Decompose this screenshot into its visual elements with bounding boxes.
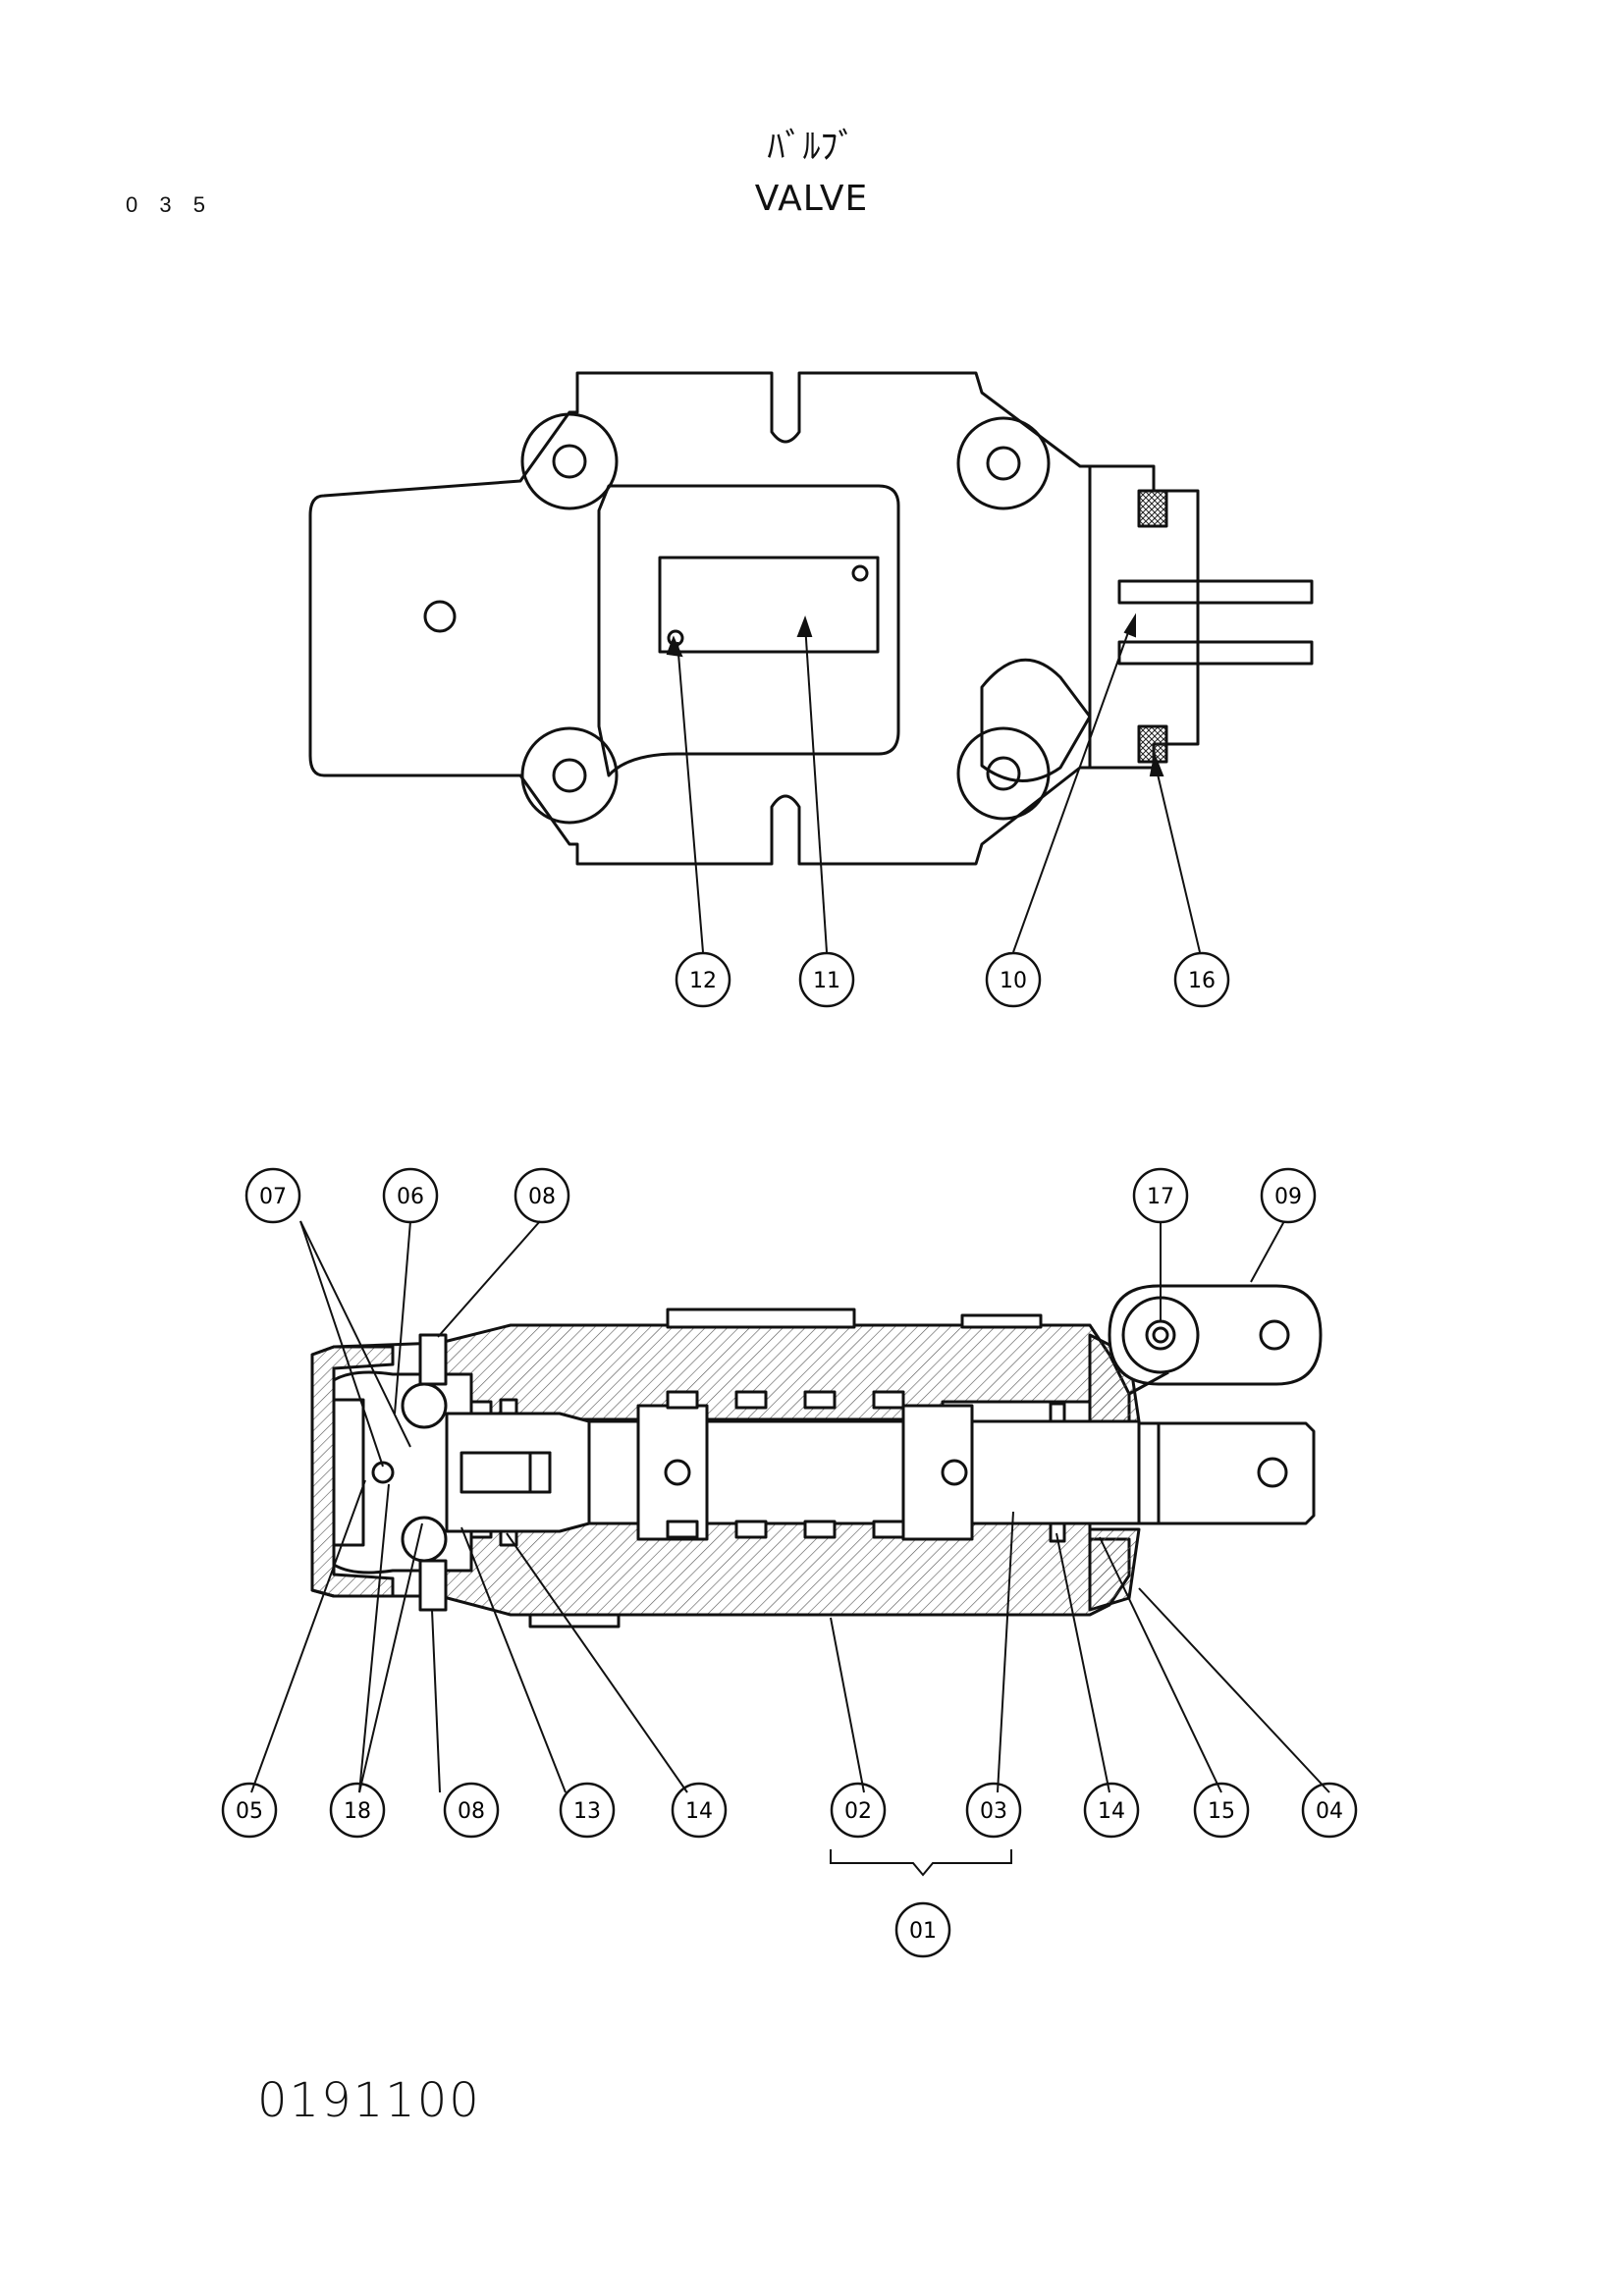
callout-08-bottom: 08 — [443, 1782, 500, 1839]
callout-09: 09 — [1260, 1167, 1317, 1224]
title-english: VALVE — [754, 179, 869, 219]
housing-upper — [438, 1323, 1131, 1423]
svg-text:07: 07 — [259, 1185, 287, 1209]
dust-seal-top — [1137, 489, 1168, 528]
spool-rod-end — [1137, 1421, 1316, 1525]
callout-14-left: 14 — [671, 1782, 728, 1839]
callout-02: 02 — [830, 1782, 887, 1839]
top-view-boss-top-left — [520, 412, 619, 510]
callout-05: 05 — [221, 1782, 278, 1839]
callout-13: 13 — [559, 1782, 616, 1839]
detent-plug — [332, 1398, 365, 1547]
section-view — [310, 1284, 1323, 1629]
svg-text:05: 05 — [236, 1799, 263, 1824]
svg-text:13: 13 — [573, 1799, 601, 1824]
callout-07: 07 — [244, 1167, 301, 1224]
callout-16: 16 — [1173, 951, 1230, 1008]
top-view-boss-bottom-left — [520, 726, 619, 825]
svg-text:14: 14 — [1098, 1799, 1125, 1824]
top-view-hole-bottom-right — [986, 756, 1021, 791]
svg-text:08: 08 — [528, 1185, 556, 1209]
detent-pin — [371, 1461, 395, 1484]
spool-end-lower — [1117, 640, 1314, 666]
top-view-callouts: 12 11 10 16 — [675, 951, 1230, 1008]
top-view-recess — [597, 484, 900, 777]
section-view-leaders — [250, 1220, 1330, 1877]
svg-text:02: 02 — [844, 1799, 872, 1824]
page-number: 0 3 5 — [126, 192, 213, 217]
pin-bottom — [418, 1559, 448, 1612]
svg-text:03: 03 — [980, 1799, 1007, 1824]
spool-end-upper — [1117, 579, 1314, 605]
top-view-boss-top-right — [956, 416, 1051, 510]
callout-01-assembly: 01 — [894, 1901, 951, 1958]
title-japanese: ﾊﾞﾙﾌﾞ — [767, 127, 856, 167]
callout-18: 18 — [329, 1782, 386, 1839]
top-view-hole-left — [423, 600, 457, 633]
top-view-body-outline — [308, 371, 1092, 866]
callout-03: 03 — [965, 1782, 1022, 1839]
section-view-callouts-top: 07 06 08 17 09 — [244, 1167, 1317, 1224]
callout-14-right: 14 — [1083, 1782, 1140, 1839]
svg-text:06: 06 — [397, 1185, 424, 1209]
top-view-lever-cutout — [980, 658, 1092, 782]
svg-text:04: 04 — [1316, 1799, 1343, 1824]
detent-ball-bottom — [401, 1516, 448, 1563]
svg-text:09: 09 — [1274, 1185, 1302, 1209]
name-plate-rivet-right — [851, 564, 869, 582]
callout-10: 10 — [985, 951, 1042, 1008]
top-view-leaders — [666, 613, 1201, 953]
svg-text:12: 12 — [689, 969, 717, 993]
callout-04: 04 — [1301, 1782, 1358, 1839]
section-view-callouts-bottom: 05 18 08 13 14 02 03 14 — [221, 1782, 1358, 1958]
svg-text:14: 14 — [685, 1799, 713, 1824]
top-view-hole-top-left — [552, 444, 587, 479]
svg-text:11: 11 — [813, 969, 840, 993]
pin-top — [418, 1333, 448, 1386]
svg-text:16: 16 — [1188, 969, 1216, 993]
drawing-number: 0191100 — [257, 2073, 481, 2128]
housing-lower — [438, 1522, 1131, 1617]
detent-ball-top — [401, 1382, 448, 1429]
top-view-hole-top-right — [986, 446, 1021, 481]
svg-text:01: 01 — [909, 1919, 937, 1944]
callout-15: 15 — [1193, 1782, 1250, 1839]
callout-06: 06 — [382, 1167, 439, 1224]
callout-08-top: 08 — [514, 1167, 570, 1224]
svg-text:17: 17 — [1147, 1185, 1174, 1209]
top-view-hole-bottom-left — [552, 758, 587, 793]
svg-text:08: 08 — [458, 1799, 485, 1824]
dust-seal-bottom — [1137, 724, 1168, 764]
callout-11: 11 — [798, 951, 855, 1008]
callout-12: 12 — [675, 951, 731, 1008]
svg-text:18: 18 — [344, 1799, 371, 1824]
svg-text:10: 10 — [1000, 969, 1027, 993]
name-plate — [658, 556, 880, 654]
top-view-boss-bottom-right — [956, 726, 1051, 821]
callout-17: 17 — [1132, 1167, 1189, 1224]
svg-text:15: 15 — [1208, 1799, 1235, 1824]
